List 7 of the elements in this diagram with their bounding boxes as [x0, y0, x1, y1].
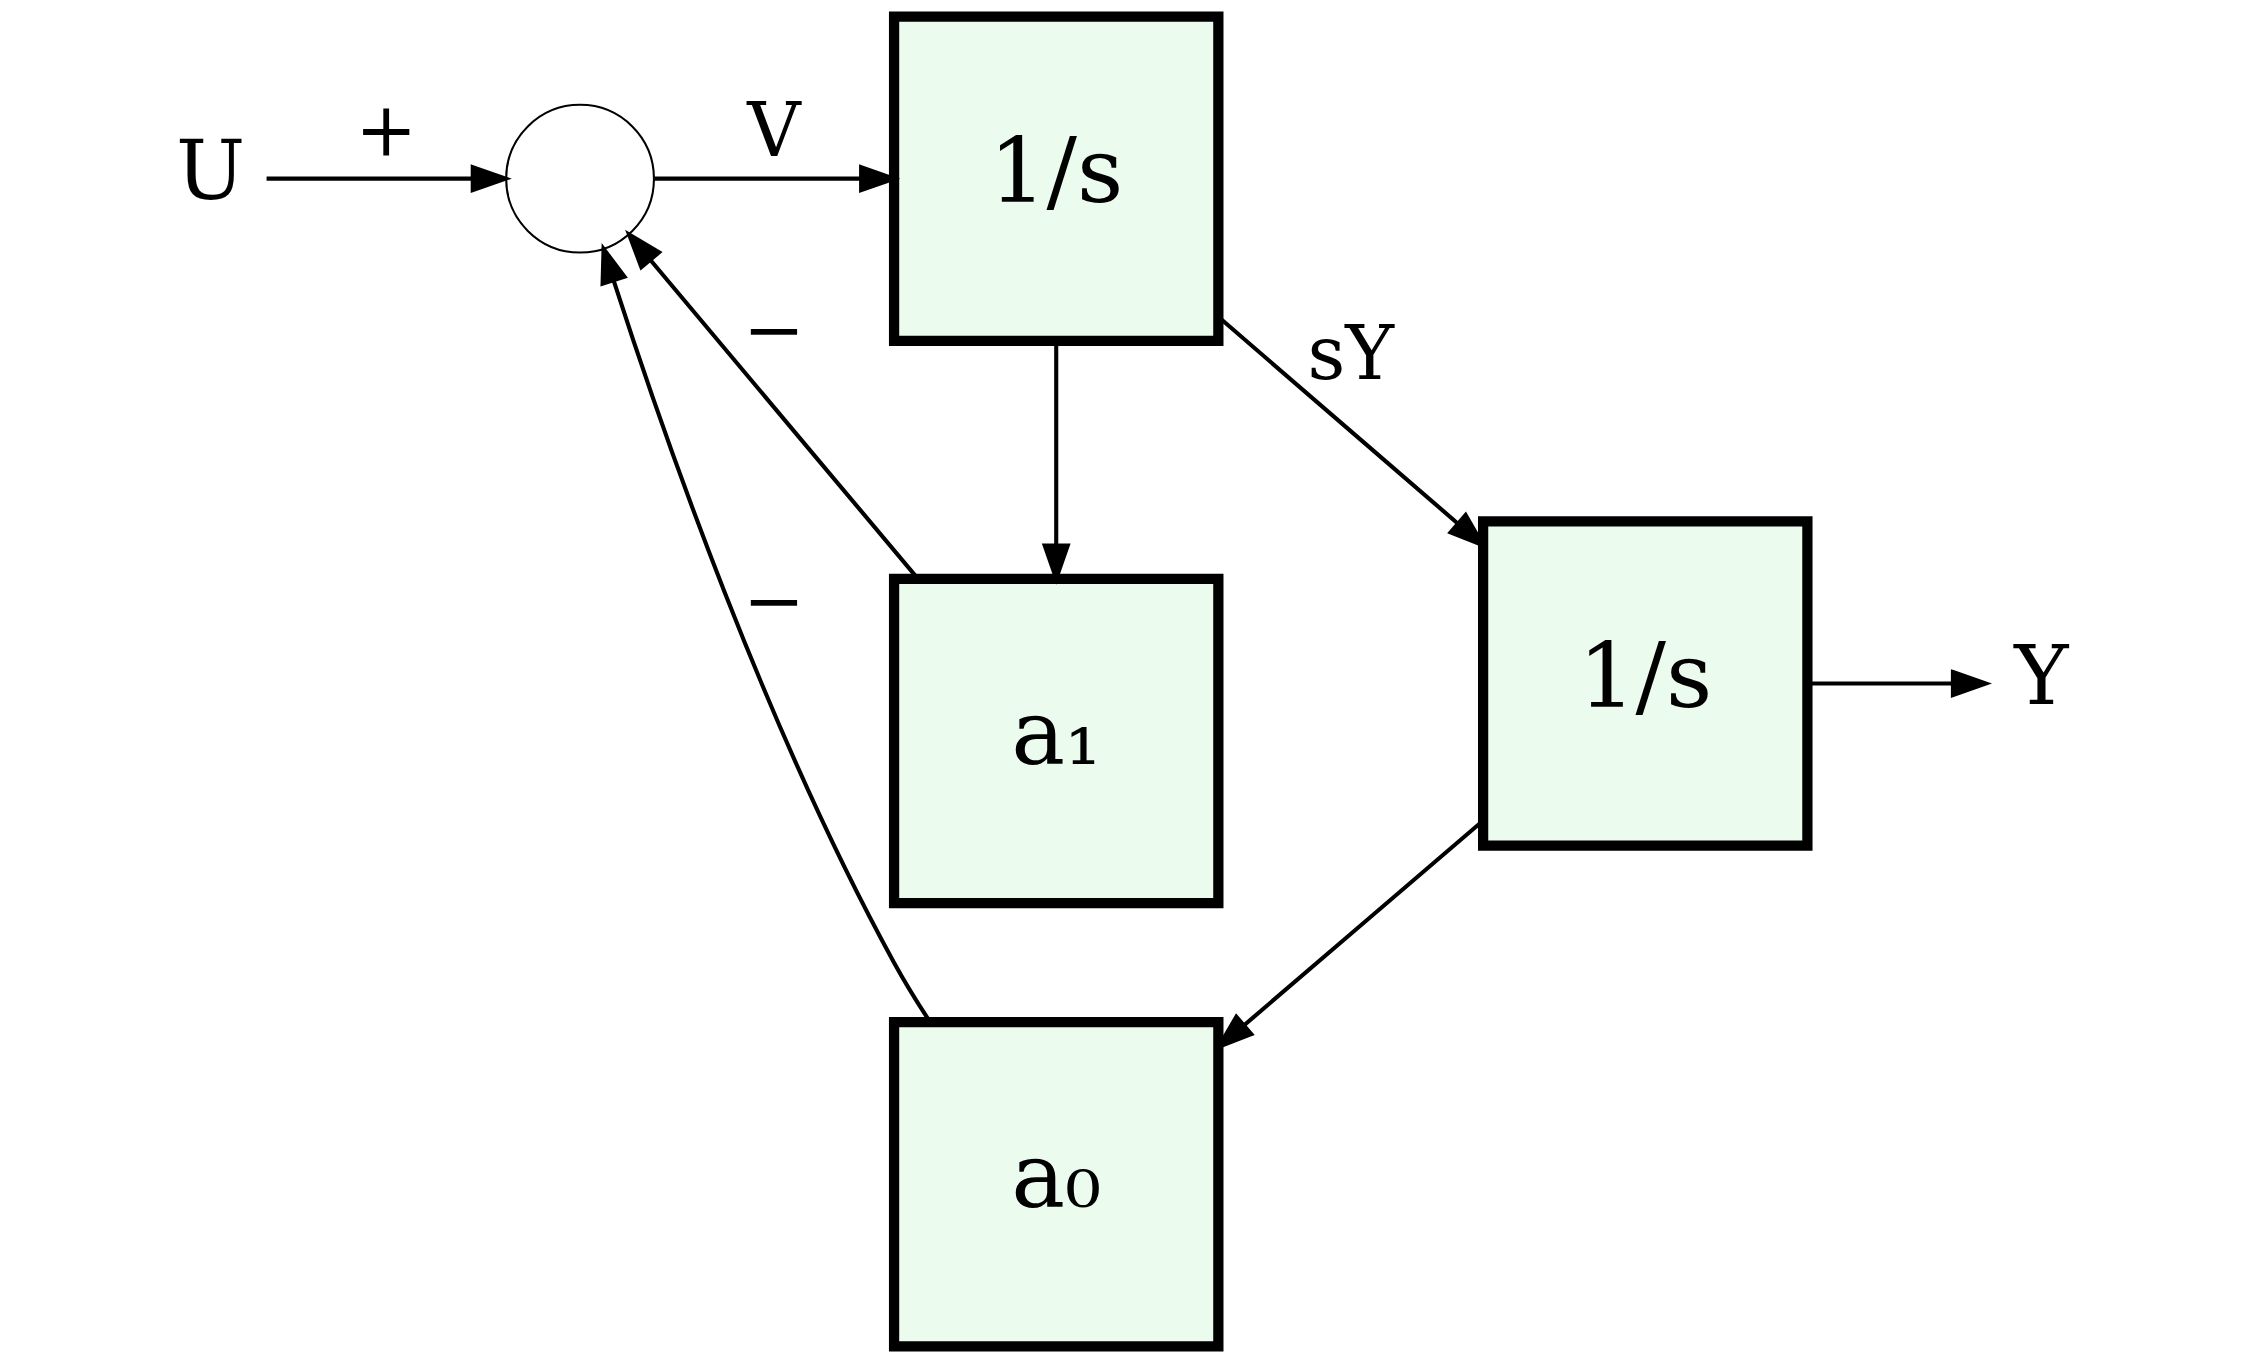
node-text: U [175, 123, 245, 219]
edge-label: V [746, 86, 801, 173]
edge-label: − [742, 556, 805, 643]
edge-label: − [742, 285, 805, 372]
node-text: Y [2013, 628, 2068, 724]
edge-label: sY [1306, 310, 1394, 397]
edge-label: + [354, 86, 417, 173]
